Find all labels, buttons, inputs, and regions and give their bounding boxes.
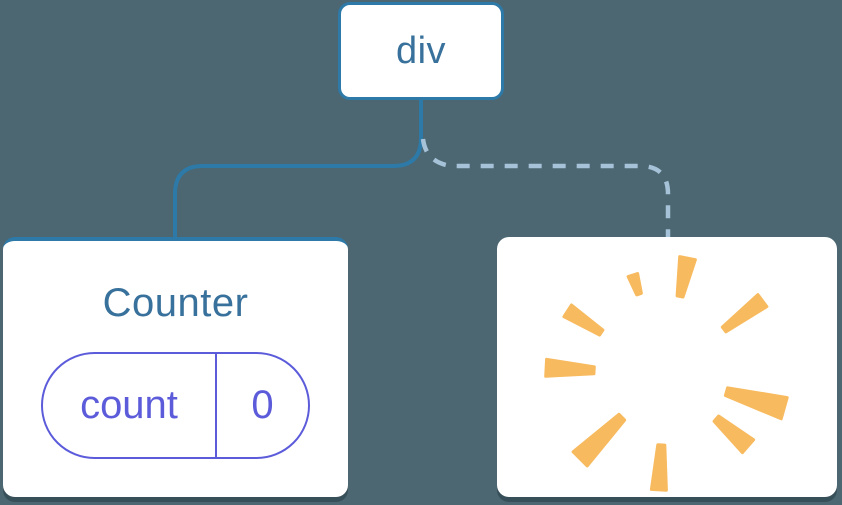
removed-component-card xyxy=(497,237,837,497)
state-key-label: count xyxy=(80,383,178,427)
state-pill-divider xyxy=(215,354,217,457)
counter-card-title: Counter xyxy=(102,281,249,325)
solid-connector-line xyxy=(173,100,423,239)
counter-component-card: Counter count 0 xyxy=(3,237,348,497)
root-div-node-label: div xyxy=(395,29,447,72)
dashed-connector-line xyxy=(420,138,671,239)
state-pill: count 0 xyxy=(41,352,310,459)
root-div-node: div xyxy=(338,2,504,100)
state-value-label: 0 xyxy=(251,383,274,427)
poof-burst-icon xyxy=(544,255,789,492)
